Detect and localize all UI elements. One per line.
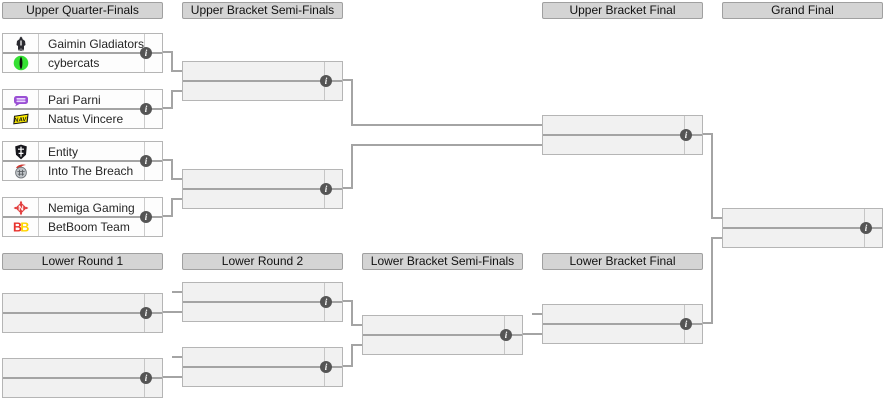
match-divider xyxy=(183,80,342,82)
match-info-icon[interactable]: i xyxy=(320,183,332,195)
svg-text:B: B xyxy=(20,220,29,234)
match-divider xyxy=(723,227,882,229)
match-divider xyxy=(543,134,702,136)
match-info-icon[interactable]: i xyxy=(140,103,152,115)
match-divider xyxy=(183,366,342,368)
match-divider xyxy=(3,52,162,54)
team-slot: Gaimin Gladiators xyxy=(3,34,162,53)
team-slot: Entity xyxy=(3,142,162,161)
connector-sf1-ubf xyxy=(343,79,542,126)
round-header-lower-bracket-semi-finals: Lower Bracket Semi-Finals xyxy=(362,253,523,270)
match-info-icon[interactable]: i xyxy=(680,129,692,141)
match-divider xyxy=(3,377,162,379)
team-logo-pari-parni-icon xyxy=(3,90,39,109)
round-header-upper-bracket-final: Upper Bracket Final xyxy=(542,2,703,19)
match-lower-bracket-semi-final: i xyxy=(362,315,523,355)
team-name[interactable]: Pari Parni xyxy=(48,92,101,107)
round-header-upper-bracket-semi-finals: Upper Bracket Semi-Finals xyxy=(182,2,343,19)
match-info-icon[interactable]: i xyxy=(320,75,332,87)
match-info-icon[interactable]: i xyxy=(860,222,872,234)
score-cell xyxy=(144,161,162,180)
team-logo-nemiga-gaming-icon: N xyxy=(3,198,39,217)
match-upper-sf-1: i xyxy=(182,61,343,101)
match-divider xyxy=(183,301,342,303)
team-name[interactable]: Entity xyxy=(48,144,79,159)
team-name[interactable]: Nemiga Gaming xyxy=(48,200,135,215)
match-grand-final: i xyxy=(722,208,883,248)
round-header-grand-final: Grand Final xyxy=(722,2,883,19)
match-lower-bracket-final: i xyxy=(542,304,703,344)
match-info-icon[interactable]: i xyxy=(140,47,152,59)
score-cell xyxy=(144,109,162,128)
match-divider xyxy=(3,160,162,162)
round-header-lower-round-1: Lower Round 1 xyxy=(2,253,163,270)
match-divider xyxy=(363,334,522,336)
match-lower-r1-1: i xyxy=(2,293,163,333)
connector-lr2m1-lbsf xyxy=(343,300,362,326)
svg-text:NAVI: NAVI xyxy=(13,116,28,123)
team-name[interactable]: BetBoom Team xyxy=(48,219,130,234)
connector-uqf1-sf1 xyxy=(163,51,182,72)
team-name[interactable]: Natus Vincere xyxy=(48,111,124,126)
match-upper-sf-2: i xyxy=(182,169,343,209)
match-upper-qf-2: Pari Parni NAVI Natus Vincere i xyxy=(2,89,163,129)
connector-lbf-gf xyxy=(703,237,722,324)
match-info-icon[interactable]: i xyxy=(140,372,152,384)
team-name[interactable]: Into The Breach xyxy=(48,163,134,178)
team-slot: NAVI Natus Vincere xyxy=(3,109,162,128)
match-info-icon[interactable]: i xyxy=(500,329,512,341)
connector-sf2-ubf xyxy=(343,144,542,189)
match-divider xyxy=(183,188,342,190)
team-name[interactable]: cybercats xyxy=(48,55,100,70)
round-header-lower-bracket-final: Lower Bracket Final xyxy=(542,253,703,270)
match-upper-qf-1: Gaimin Gladiators cybercats i xyxy=(2,33,163,73)
round-header-upper-quarter-finals: Upper Quarter-Finals xyxy=(2,2,163,19)
match-divider xyxy=(3,108,162,110)
score-cell xyxy=(144,90,162,109)
score-cell xyxy=(144,34,162,53)
match-divider xyxy=(3,312,162,314)
match-info-icon[interactable]: i xyxy=(140,211,152,223)
team-logo-natus-vincere-icon: NAVI xyxy=(3,109,39,128)
svg-text:N: N xyxy=(18,203,23,212)
team-logo-cybercats-icon xyxy=(3,53,39,72)
match-upper-qf-3: Entity Into The Breach i xyxy=(2,141,163,181)
match-info-icon[interactable]: i xyxy=(320,361,332,373)
match-divider xyxy=(3,216,162,218)
match-lower-r1-2: i xyxy=(2,358,163,398)
match-upper-bracket-final: i xyxy=(542,115,703,155)
score-cell xyxy=(144,142,162,161)
team-slot: Into The Breach xyxy=(3,161,162,180)
connector-uqf3-sf2 xyxy=(163,159,182,180)
match-info-icon[interactable]: i xyxy=(320,296,332,308)
connector-ubf-gf xyxy=(703,133,722,219)
connector-uqf2-sf1 xyxy=(163,90,182,109)
score-cell xyxy=(144,53,162,72)
match-info-icon[interactable]: i xyxy=(140,155,152,167)
match-info-icon[interactable]: i xyxy=(680,318,692,330)
match-divider xyxy=(543,323,702,325)
match-lower-r2-2: i xyxy=(182,347,343,387)
round-header-lower-round-2: Lower Round 2 xyxy=(182,253,343,270)
team-slot: N Nemiga Gaming xyxy=(3,198,162,217)
team-logo-gaimin-gladiators-icon xyxy=(3,34,39,53)
team-name[interactable]: Gaimin Gladiators xyxy=(48,36,144,51)
svg-text:B: B xyxy=(13,220,22,234)
team-logo-into-the-breach-icon xyxy=(3,161,39,180)
team-slot: Pari Parni xyxy=(3,90,162,109)
match-info-icon[interactable]: i xyxy=(140,307,152,319)
connector-uqf4-sf2 xyxy=(163,198,182,217)
team-slot: cybercats xyxy=(3,53,162,72)
score-cell xyxy=(144,198,162,217)
score-cell xyxy=(144,217,162,236)
connector-lr2m2-lbsf xyxy=(343,344,362,367)
match-lower-r2-1: i xyxy=(182,282,343,322)
team-logo-entity-icon xyxy=(3,142,39,161)
